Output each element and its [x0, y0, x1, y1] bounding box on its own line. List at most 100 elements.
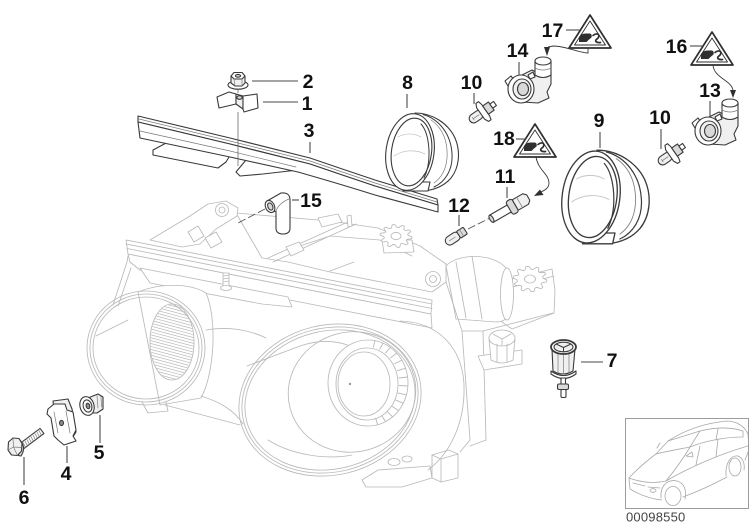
vehicle-sedan-icon: [628, 420, 748, 506]
callout-5: 5: [79, 393, 105, 464]
callout-number: 12: [448, 195, 470, 217]
expanding-rivet-icon: [79, 393, 104, 416]
connector-block-edge: [431, 453, 459, 483]
wiring-arrowhead: [534, 189, 544, 196]
callout-number: 18: [493, 128, 515, 150]
reflector-grille-opening: [149, 303, 195, 381]
lens-ring-rib: [398, 376, 408, 379]
callout-10: 10: [649, 107, 691, 173]
callout-11: 11: [488, 166, 531, 223]
adjusting-element-icon: [550, 339, 577, 399]
grille-slat: [150, 350, 194, 366]
wiring-arrowhead: [730, 90, 736, 98]
callout-number: 3: [304, 120, 315, 142]
car-front-wheel: [664, 486, 682, 506]
hose-bend: [275, 198, 290, 212]
lens-ring-rib: [372, 340, 376, 348]
callout-2: 2: [227, 71, 314, 93]
callout-16: 16: [666, 31, 736, 98]
housing-adjuster-top: [488, 329, 516, 347]
socket-housing-edge: [516, 196, 523, 209]
lens-inner-ring: [335, 347, 399, 421]
bulb-socket-icon: [488, 193, 531, 223]
clip-slot: [236, 95, 243, 100]
strip-groove: [138, 118, 438, 203]
halogen-bulb-icon: [652, 135, 691, 173]
bracket-hole: [401, 455, 413, 463]
car-side-windows: [689, 427, 744, 448]
bezel-outer-contour: [399, 320, 465, 471]
lens-center-mark: [348, 382, 352, 386]
rivet-hole: [85, 402, 91, 410]
housing-post: [346, 214, 353, 228]
callout-number: 9: [594, 110, 605, 132]
lens-ring-ribs: [372, 340, 408, 425]
bolt-head: [220, 285, 232, 291]
nut-hex-edges: [233, 78, 243, 87]
callout-number: 10: [649, 107, 671, 129]
lens-ring-rib: [391, 405, 399, 411]
bulb-socket-connector-icon: [504, 56, 552, 104]
secondary-lamp-mount-tab: [141, 401, 169, 414]
headlight-housing-icon: [86, 200, 556, 488]
secondary-lamp-bezel-ring: [86, 290, 206, 406]
adjuster-flange: [550, 370, 577, 380]
grille-slat: [150, 333, 194, 348]
callout-number: 16: [666, 36, 688, 58]
drum-face: [500, 267, 514, 321]
car-rear-wheel-arch: [725, 455, 745, 477]
lens-ring-rib: [379, 342, 384, 350]
strip-face: [137, 121, 439, 213]
adjuster-tip: [560, 388, 567, 399]
lens-ring-rib: [395, 399, 404, 404]
wiring-arrowhead: [544, 47, 550, 56]
lens-ring-rib: [396, 367, 406, 372]
gear-hub: [524, 274, 536, 284]
callout-number: 14: [507, 40, 529, 62]
lens-ring-rib: [390, 352, 398, 359]
grille-slat: [150, 327, 194, 343]
callout-17: 17: [542, 14, 612, 56]
car-sill: [682, 476, 728, 498]
car-hood-edge: [628, 446, 691, 483]
callout-number: 13: [699, 80, 721, 102]
housing-connector: [317, 213, 343, 228]
car-body-side: [665, 445, 748, 482]
projector-lens-icon: [337, 351, 391, 417]
callout-14: 14: [504, 40, 552, 104]
bolt-thread-lines: [22, 429, 42, 448]
rubber-cap-icon: [380, 109, 460, 195]
gear-hub: [390, 231, 402, 241]
bezel-inner-edge: [287, 331, 417, 453]
callout-number: 10: [461, 72, 483, 94]
assembly-path-line: [237, 208, 266, 224]
screw-recess: [218, 206, 226, 214]
lens-ring-rib: [386, 411, 393, 418]
car-front-wheel-arch: [660, 480, 686, 500]
bolt-head-edges: [7, 437, 22, 456]
vent-hose-elbow-icon: [264, 192, 291, 235]
hex-bolt-icon: [7, 427, 45, 457]
clip-right-wing: [242, 93, 259, 113]
car-front-bumper: [628, 477, 663, 501]
callout-7: 7: [550, 339, 617, 399]
rivet-slits: [96, 395, 102, 409]
wiring-note-triangle-icon: [568, 14, 612, 49]
assembly-path-line: [467, 217, 491, 230]
bolt-thread: [222, 274, 230, 283]
callout-10: 10: [461, 72, 502, 131]
callout-number: 1: [302, 93, 313, 115]
grille-slat: [150, 324, 194, 340]
callout-12: 12: [444, 195, 491, 246]
callout-3: 3: [137, 115, 439, 213]
housing-bolt-icon: [220, 272, 232, 291]
car-door-lines: [695, 438, 719, 466]
callout-13: 13: [691, 80, 739, 146]
housing-clip: [285, 241, 305, 257]
bottom-mount-bracket: [361, 465, 433, 488]
car-headlights: [632, 482, 661, 489]
hex-flange-nut-icon: [227, 71, 249, 90]
callout-number: 17: [542, 20, 564, 42]
bulb-base-edge: [458, 229, 465, 237]
